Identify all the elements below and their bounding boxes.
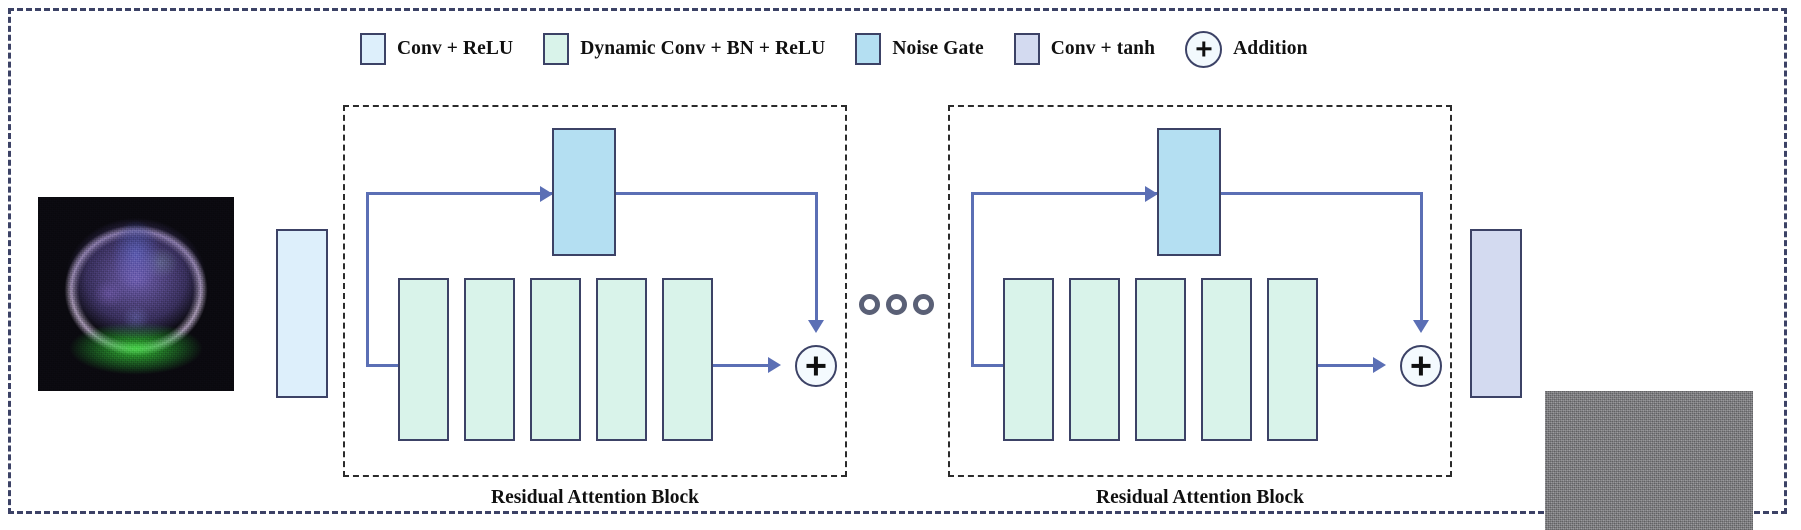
- dynamic-conv-2-4: [1201, 278, 1252, 441]
- residual-attention-block-2: [948, 105, 1452, 477]
- legend-item-noise-gate: Noise Gate: [855, 33, 984, 65]
- ellipsis-dot: [859, 294, 880, 315]
- ellipsis-dots: [859, 294, 934, 315]
- conv-tanh-output-bar: [1470, 229, 1522, 398]
- dynamic-conv-1-1: [398, 278, 449, 441]
- dynamic-conv-1-3: [530, 278, 581, 441]
- legend-label: Conv + tanh: [1050, 38, 1156, 59]
- addition-node-block-2: [1400, 345, 1442, 387]
- block1-gate-down-arrow: [808, 320, 824, 333]
- dynamic-conv-1-4: [596, 278, 647, 441]
- block1-conv-out-wire: [713, 364, 777, 367]
- noise-gate-block-2: [1157, 128, 1221, 256]
- block2-skip-wire-top: [971, 192, 1157, 195]
- image-noise-overlay: [38, 197, 234, 391]
- dynamic-conv-1-5: [662, 278, 713, 441]
- block2-gate-out-wire: [1221, 192, 1423, 195]
- block1-skip-arrow: [540, 186, 553, 202]
- block2-gate-down-arrow: [1413, 320, 1429, 333]
- conv-relu-input-bar: [276, 229, 328, 398]
- rect-swatch-icon: [855, 33, 882, 65]
- dynamic-conv-2-5: [1267, 278, 1318, 441]
- rect-swatch-icon: [543, 33, 570, 65]
- plus-circle-icon: [1185, 30, 1223, 68]
- residual-attention-block-2-label: Residual Attention Block: [1095, 487, 1305, 508]
- legend-item-addition: Addition: [1185, 30, 1308, 68]
- residual-attention-block-1-label: Residual Attention Block: [490, 487, 700, 508]
- dynamic-conv-2-3: [1135, 278, 1186, 441]
- outer-dashed-frame: [8, 8, 1787, 514]
- addition-node-block-1: [795, 345, 837, 387]
- rect-swatch-icon: [1013, 33, 1040, 65]
- block1-input-wire-bottom: [366, 364, 422, 367]
- block1-skip-wire-top: [366, 192, 552, 195]
- noise-gate-block-1: [552, 128, 616, 256]
- dynamic-conv-2-2: [1069, 278, 1120, 441]
- block2-conv-out-wire: [1318, 364, 1382, 367]
- predicted-noise-map: [1545, 391, 1753, 530]
- image-noise-overlay: [1545, 391, 1753, 530]
- noisy-mri-scan: [38, 197, 234, 391]
- legend-label: Dynamic Conv + BN + ReLU: [580, 38, 826, 59]
- dynamic-conv-2-1: [1003, 278, 1054, 441]
- block1-skip-wire-vertical: [366, 192, 369, 367]
- legend-label: Addition: [1233, 38, 1308, 59]
- legend-item-dynamic-conv: Dynamic Conv + BN + ReLU: [543, 33, 825, 65]
- dynamic-conv-1-2: [464, 278, 515, 441]
- legend-item-conv-tanh: Conv + tanh: [1013, 33, 1156, 65]
- rect-swatch-icon: [360, 33, 386, 65]
- residual-attention-block-1: [343, 105, 847, 477]
- block2-skip-wire-vertical: [971, 192, 974, 367]
- block1-gate-out-wire: [616, 192, 818, 195]
- ellipsis-dot: [886, 294, 907, 315]
- block1-conv-out-arrow: [768, 357, 781, 373]
- block2-conv-out-arrow: [1373, 357, 1386, 373]
- block2-gate-down-wire: [1420, 192, 1423, 324]
- block1-gate-down-wire: [815, 192, 818, 324]
- ellipsis-dot: [913, 294, 934, 315]
- legend: Conv + ReLU Dynamic Conv + BN + ReLU Noi…: [360, 30, 1308, 68]
- legend-item-conv-relu: Conv + ReLU: [360, 33, 513, 65]
- block2-skip-arrow: [1145, 186, 1158, 202]
- legend-label: Noise Gate: [892, 38, 984, 59]
- legend-label: Conv + ReLU: [397, 38, 514, 59]
- block2-input-wire-bottom: [971, 364, 1027, 367]
